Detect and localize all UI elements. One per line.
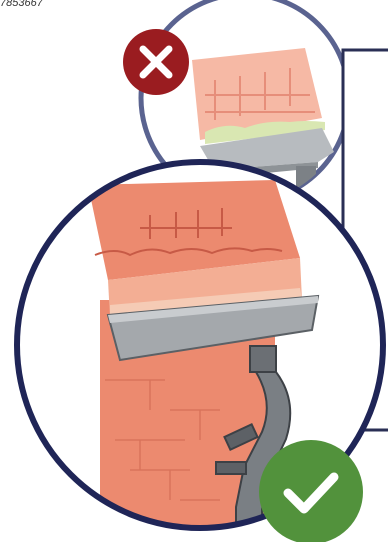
correct-badge [259, 440, 363, 542]
incorrect-badge [123, 29, 189, 95]
